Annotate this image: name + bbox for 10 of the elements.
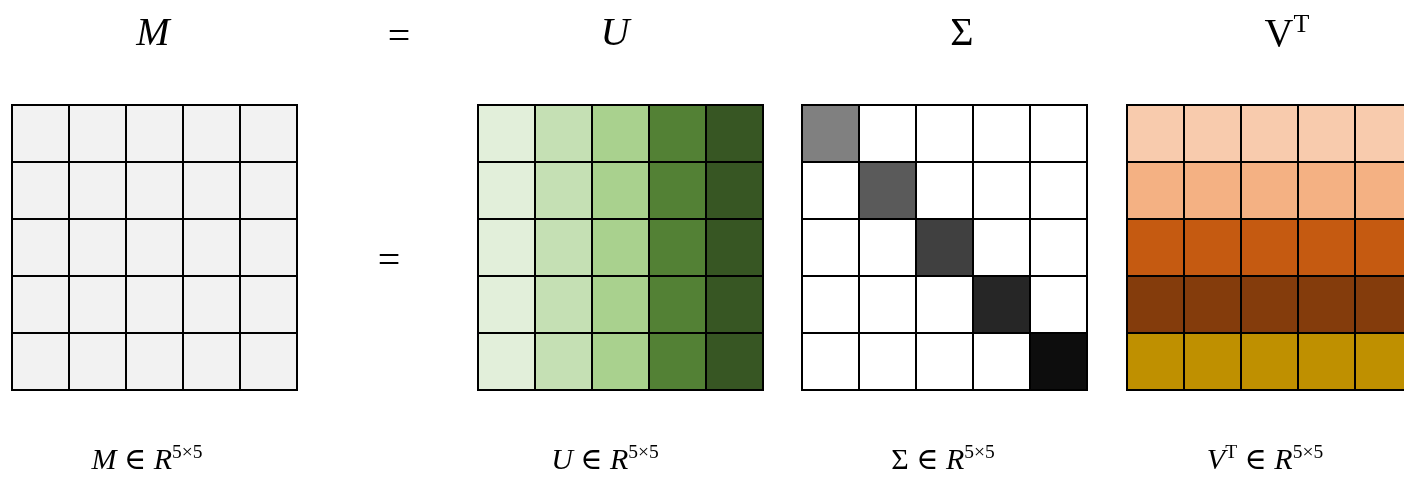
matrix-symbol: V$^{T}$: [1264, 8, 1310, 58]
dimension-caption: Σ ∈ R$^{5×5}$: [891, 440, 995, 477]
matrix-symbol: Σ: [950, 8, 974, 56]
matrix-symbol: M: [136, 8, 170, 56]
equals-sign: =: [387, 16, 411, 56]
dimension-caption: M ∈ R$^{5×5}$: [91, 440, 203, 477]
equals-sign: =: [377, 240, 401, 280]
dimension-caption: U ∈ R$^{5×5}$: [551, 440, 659, 477]
matrix-symbol: U: [600, 8, 630, 56]
dimension-caption: V$^{T}$ ∈ R$^{5×5}$: [1206, 440, 1324, 477]
